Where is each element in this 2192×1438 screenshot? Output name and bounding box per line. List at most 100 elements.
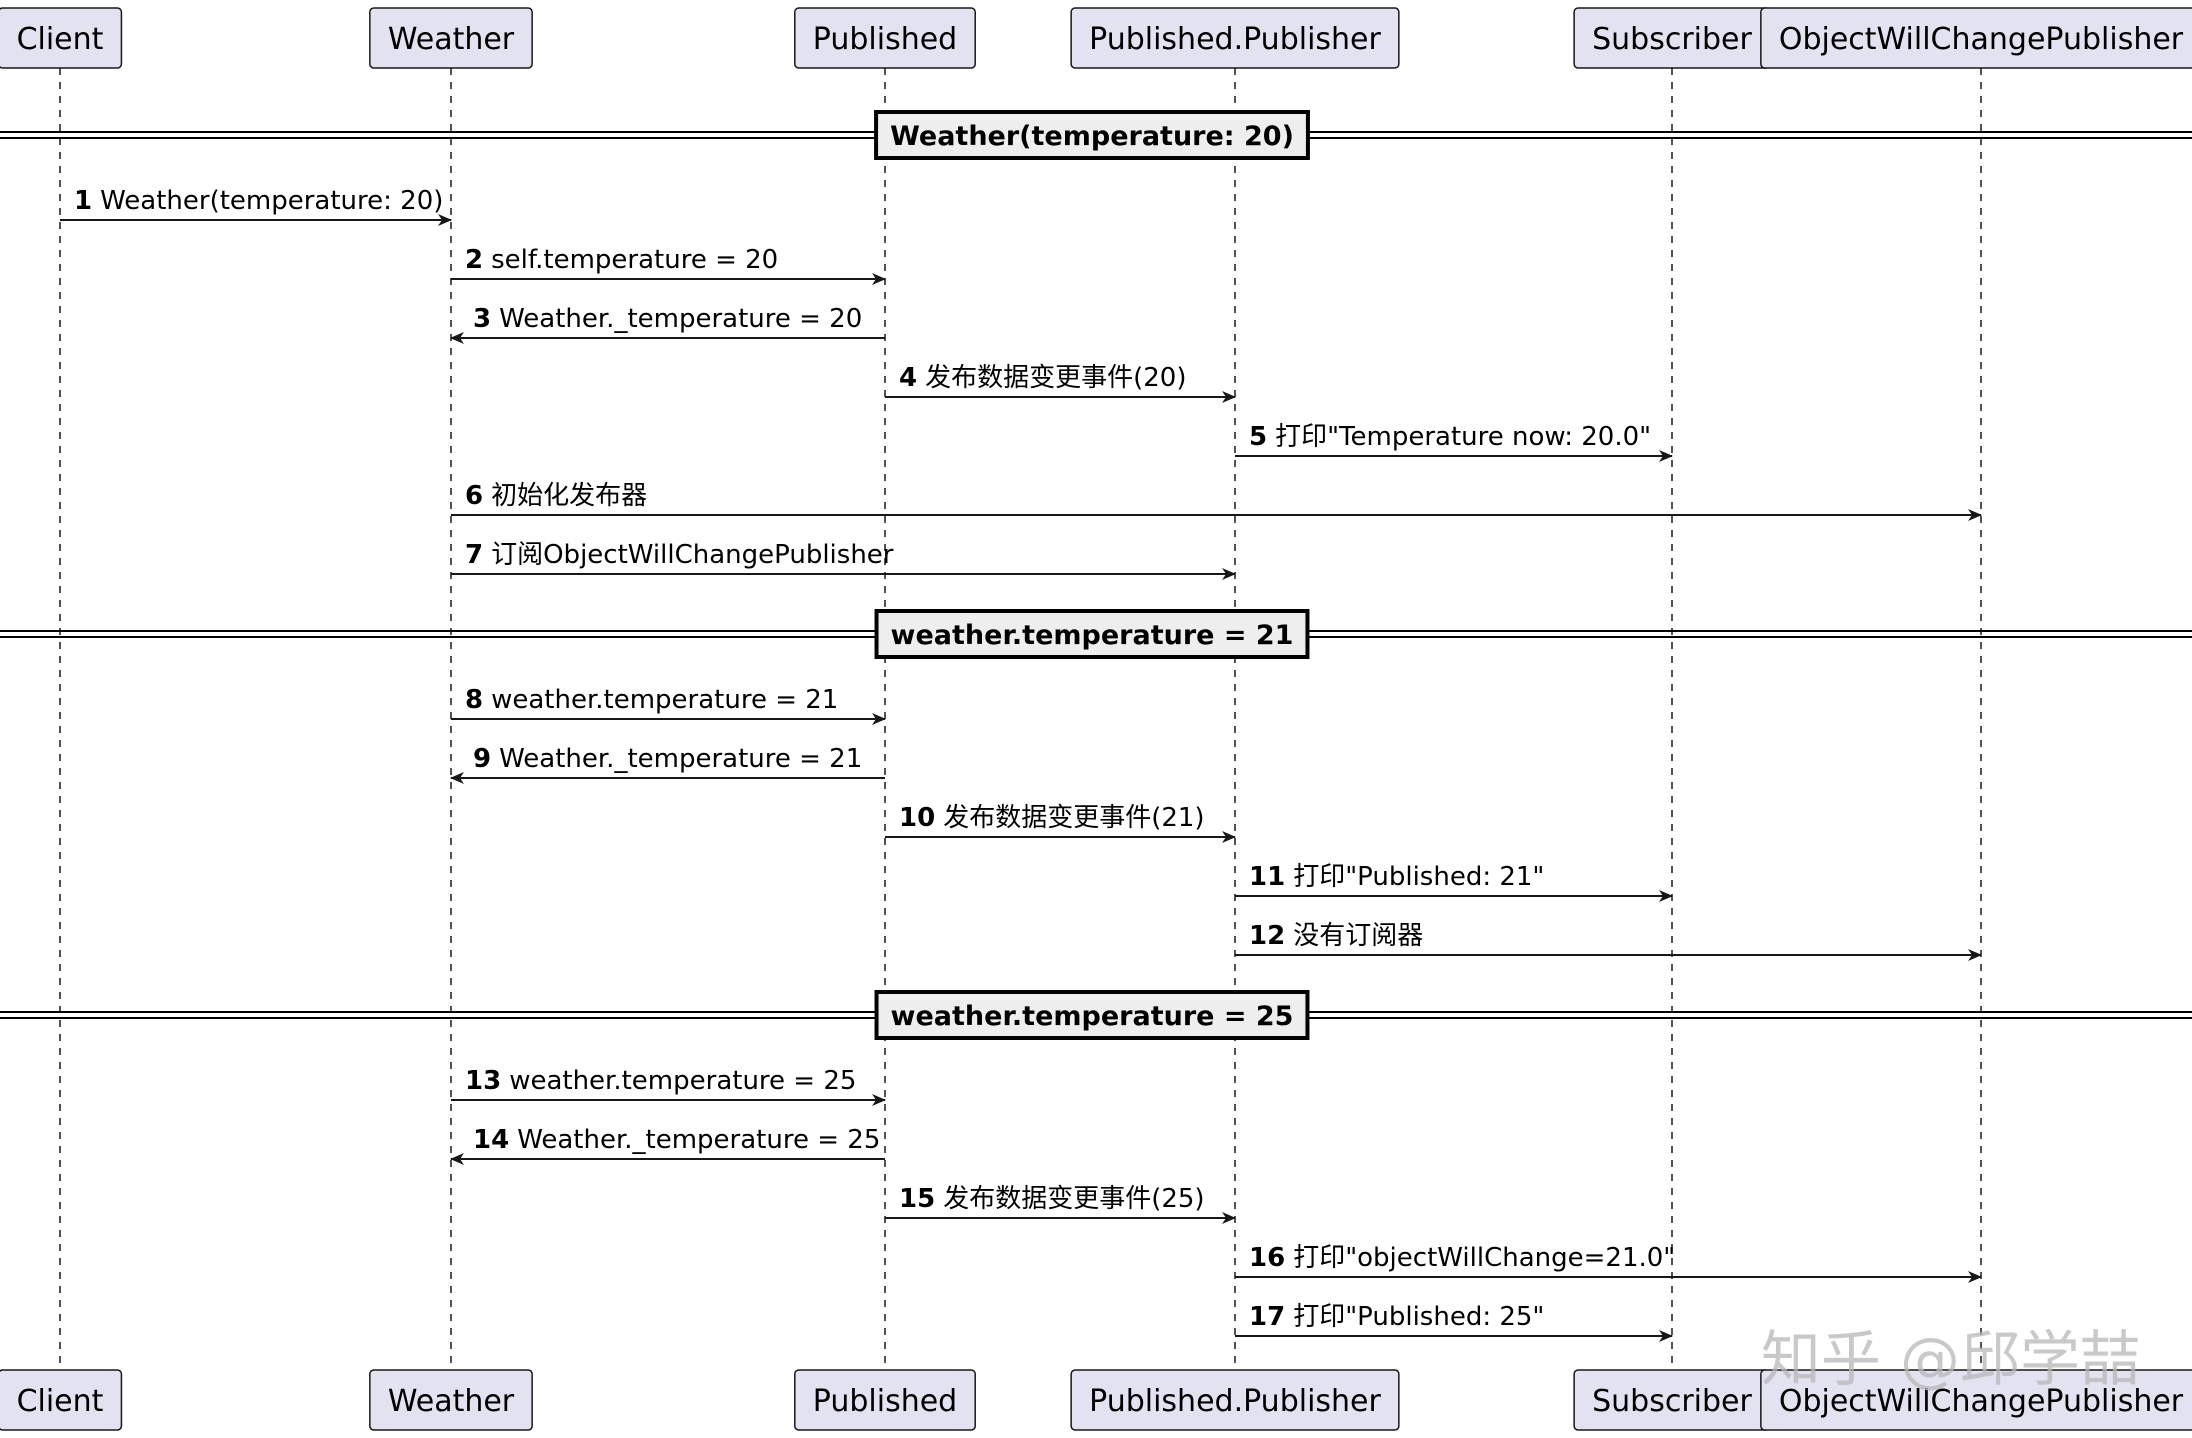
message-label: 1 Weather(temperature: 20) (74, 186, 443, 216)
participant-label: ObjectWillChangePublisher (1779, 22, 2184, 57)
participant-label: Published (813, 1384, 957, 1419)
message-text: Weather._temperature = 20 (499, 304, 862, 334)
message-number: 3 (473, 304, 491, 334)
message-label: 8 weather.temperature = 21 (465, 685, 838, 715)
participant-label: Published.Publisher (1089, 22, 1381, 57)
messages: 1 Weather(temperature: 20) 2 self.temperatu… (60, 186, 1982, 1342)
participant-client-bottom: Client (0, 1369, 123, 1431)
participant-owcp-top: ObjectWillChangePublisher (1760, 7, 2192, 69)
participants-bottom: Client Weather Published Published.Publishe… (0, 1369, 2192, 1431)
participant-label: Weather (388, 22, 515, 57)
message-label: 9 Weather._temperature = 21 (473, 744, 862, 774)
message-text: self.temperature = 20 (491, 245, 778, 275)
message-number: 5 (1249, 422, 1267, 452)
participant-box (794, 7, 976, 69)
participant-box (0, 7, 123, 69)
message-text: Weather._temperature = 21 (499, 744, 862, 774)
participant-box (1070, 1369, 1400, 1431)
participant-published-top: Published (794, 7, 976, 69)
message-number: 8 (465, 685, 483, 715)
watermark-text: 知乎 @邱学喆 (1761, 1325, 2140, 1395)
message-number: 4 (899, 363, 917, 393)
message-number: 9 (473, 744, 491, 774)
message-8: 8 weather.temperature = 21 (451, 685, 886, 725)
message-number: 17 (1249, 1302, 1285, 1332)
participant-publisher-bottom: Published.Publisher (1070, 1369, 1400, 1431)
message-label: 10 发布数据变更事件(21) (899, 803, 1205, 833)
section-divider: weather.temperature = 25 (0, 990, 2192, 1040)
message-text: Weather._temperature = 25 (517, 1125, 880, 1155)
participant-client-top: Client (0, 7, 123, 69)
message-1: 1 Weather(temperature: 20) (60, 186, 452, 226)
message-number: 12 (1249, 921, 1285, 951)
participant-label: ObjectWillChangePublisher (1779, 1384, 2184, 1419)
message-label: 15 发布数据变更事件(25) (899, 1184, 1205, 1214)
participant-label: Published (813, 22, 957, 57)
message-number: 14 (473, 1125, 509, 1155)
divider-box (874, 110, 1310, 160)
message-3: 3 Weather._temperature = 20 (450, 304, 885, 344)
message-number: 1 (74, 186, 92, 216)
section-divider: Weather(temperature: 20) (0, 110, 2192, 160)
message-label: 16 打印"objectWillChange=21.0" (1249, 1243, 1675, 1273)
participant-box (794, 1369, 976, 1431)
message-label: 3 Weather._temperature = 20 (473, 304, 862, 334)
message-5: 5 打印"Temperature now: 20.0" (1235, 422, 1673, 462)
message-text: 打印"Temperature now: 20.0" (1275, 422, 1651, 452)
message-number: 16 (1249, 1243, 1285, 1273)
participant-subscriber-top: Subscriber (1573, 7, 1771, 69)
participant-box (1070, 7, 1400, 69)
message-label: 14 Weather._temperature = 25 (473, 1125, 880, 1155)
message-text: 打印"Published: 21" (1293, 862, 1544, 892)
message-number: 15 (899, 1184, 935, 1214)
participant-owcp-bottom: ObjectWillChangePublisher (1760, 1369, 2192, 1431)
message-number: 2 (465, 245, 483, 275)
divider-box (874, 609, 1310, 659)
dividers: Weather(temperature: 20) weather.temperat… (0, 110, 2192, 1040)
divider-label: weather.temperature = 25 (891, 1001, 1294, 1032)
message-number: 10 (899, 803, 935, 833)
participant-box (0, 1369, 123, 1431)
message-text: Weather(temperature: 20) (100, 186, 443, 216)
message-text: 打印"objectWillChange=21.0" (1293, 1243, 1675, 1273)
participant-label: Subscriber (1592, 1384, 1752, 1419)
message-label: 6 初始化发布器 (465, 481, 647, 511)
message-number: 6 (465, 481, 483, 511)
participant-box (1760, 7, 2192, 69)
message-17: 17 打印"Published: 25" (1235, 1302, 1673, 1342)
message-text: 发布数据变更事件(25) (943, 1184, 1204, 1214)
section-divider: weather.temperature = 21 (0, 609, 2192, 659)
message-label: 5 打印"Temperature now: 20.0" (1249, 422, 1651, 452)
message-text: 初始化发布器 (491, 481, 647, 511)
message-number: 7 (465, 540, 483, 570)
participant-weather-bottom: Weather (369, 1369, 533, 1431)
message-6: 6 初始化发布器 (451, 481, 1982, 521)
message-15: 15 发布数据变更事件(25) (885, 1184, 1236, 1224)
divider-label: Weather(temperature: 20) (890, 121, 1294, 152)
divider-box (874, 990, 1310, 1040)
divider-label: weather.temperature = 21 (891, 620, 1294, 651)
participant-label: Weather (388, 1384, 515, 1419)
message-text: 发布数据变更事件(21) (943, 803, 1204, 833)
message-text: weather.temperature = 21 (491, 685, 838, 715)
lifelines (59, 68, 1982, 1370)
participant-weather-top: Weather (369, 7, 533, 69)
participants-top: Client Weather Published Published.Publishe… (0, 7, 2192, 69)
participant-label: Published.Publisher (1089, 1384, 1381, 1419)
participant-publisher-top: Published.Publisher (1070, 7, 1400, 69)
message-label: 17 打印"Published: 25" (1249, 1302, 1544, 1332)
participant-label: Client (17, 1384, 104, 1419)
message-text: 打印"Published: 25" (1293, 1302, 1544, 1332)
message-9: 9 Weather._temperature = 21 (450, 744, 885, 784)
